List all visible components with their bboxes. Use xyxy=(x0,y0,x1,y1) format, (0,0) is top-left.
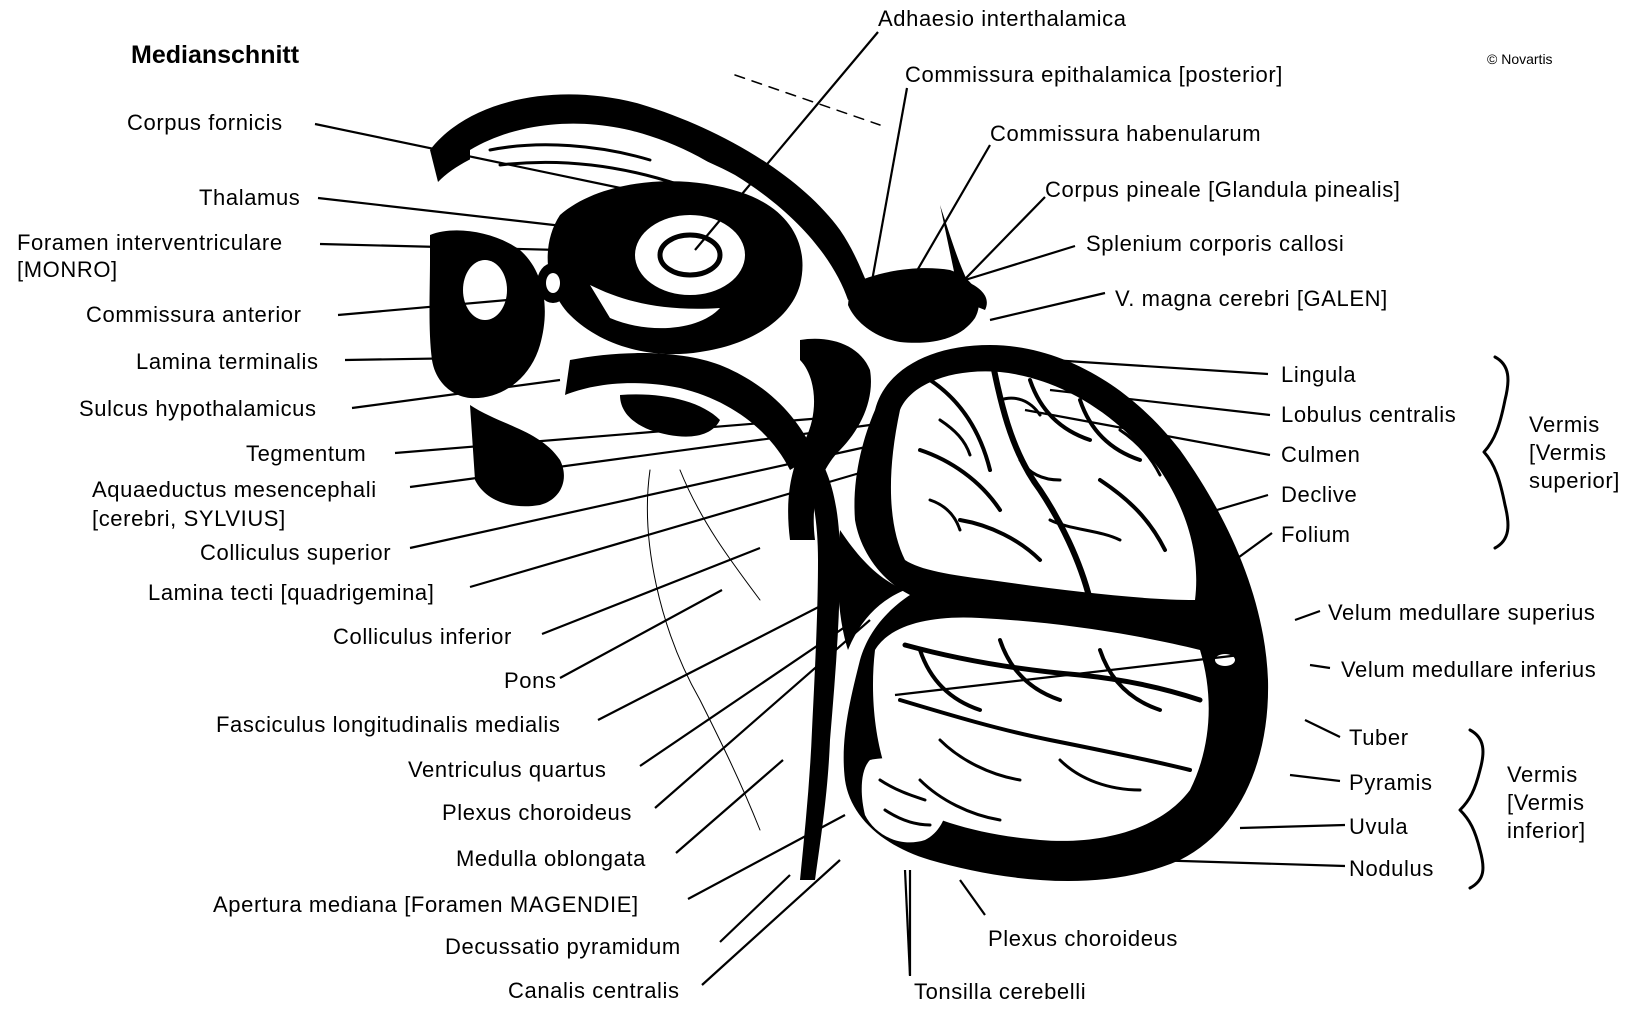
anterior-white xyxy=(463,260,507,320)
label-plexus-choroideus-left: Plexus choroideus xyxy=(442,800,632,825)
label-velum-superius: Velum medullare superius xyxy=(1328,600,1596,625)
label-foramen-1: Foramen interventriculare xyxy=(17,230,283,255)
leader-plexus-bottom xyxy=(960,880,985,915)
commissura-anterior-core xyxy=(546,273,560,293)
label-vermis-inferior-2: [Vermis xyxy=(1507,790,1585,815)
label-vermis-superior-1: Vermis xyxy=(1529,412,1600,437)
label-splenium: Splenium corporis callosi xyxy=(1086,231,1344,256)
label-commissura-habenularum: Commissura habenularum xyxy=(990,121,1261,146)
label-vermis-inferior-1: Vermis xyxy=(1507,762,1578,787)
label-sulcus-hypothalamicus: Sulcus hypothalamicus xyxy=(79,396,317,421)
label-corpus-fornicis: Corpus fornicis xyxy=(127,110,283,135)
label-lamina-tecti: Lamina tecti [quadrigemina] xyxy=(148,580,434,605)
label-medulla-oblongata: Medulla oblongata xyxy=(456,846,646,871)
diagram-title: Medianschnitt xyxy=(131,41,300,69)
label-fasciculus: Fasciculus longitudinalis medialis xyxy=(216,712,560,737)
label-adhaesio: Adhaesio interthalamica xyxy=(878,6,1127,31)
leader-plexus-left xyxy=(655,620,870,808)
label-corpus-pineale: Corpus pineale [Glandula pinealis] xyxy=(1045,177,1401,202)
label-velum-inferius: Velum medullare inferius xyxy=(1341,657,1596,682)
leader-uvula xyxy=(1240,825,1345,828)
leader-thalamus xyxy=(318,198,580,228)
copyright-notice: © Novartis xyxy=(1487,51,1553,67)
label-tegmentum: Tegmentum xyxy=(246,441,366,466)
leader-velum-inferius xyxy=(1310,665,1330,668)
label-commissura-anterior: Commissura anterior xyxy=(86,302,302,327)
label-colliculus-inferior: Colliculus inferior xyxy=(333,624,512,649)
leader-folium xyxy=(1235,533,1272,560)
label-colliculus-superior: Colliculus superior xyxy=(200,540,391,565)
leader-ventriculus xyxy=(640,610,870,766)
label-vermis-superior-3: superior] xyxy=(1529,468,1620,493)
leader-commissura-epithalamica xyxy=(870,88,907,292)
brace-vermis-superior xyxy=(1484,357,1508,548)
label-lobulus-centralis: Lobulus centralis xyxy=(1281,402,1456,427)
label-thalamus: Thalamus xyxy=(199,185,300,210)
leader-decussatio xyxy=(720,875,790,942)
pons-outline xyxy=(680,470,760,600)
label-vermis-superior-2: [Vermis xyxy=(1529,440,1607,465)
leader-fasciculus xyxy=(598,595,842,720)
label-decussatio: Decussatio pyramidum xyxy=(445,934,681,959)
leader-velum-superius xyxy=(1295,611,1320,620)
label-tuber: Tuber xyxy=(1349,725,1409,750)
label-culmen: Culmen xyxy=(1281,442,1360,467)
leader-canalis xyxy=(702,860,840,985)
brainstem-outline xyxy=(647,470,760,830)
label-lamina-terminalis: Lamina terminalis xyxy=(136,349,319,374)
leader-nodulus xyxy=(1150,860,1345,866)
label-uvula: Uvula xyxy=(1349,814,1408,839)
label-foramen-2: [MONRO] xyxy=(17,257,118,282)
label-v-magna: V. magna cerebri [GALEN] xyxy=(1115,286,1388,311)
leader-tuber xyxy=(1305,720,1340,737)
adhaesio-white xyxy=(635,215,745,295)
label-apertura-mediana: Apertura mediana [Foramen MAGENDIE] xyxy=(213,892,639,917)
leader-pons xyxy=(560,590,722,678)
label-aquaeductus-2: [cerebri, SYLVIUS] xyxy=(92,506,286,531)
hypothalamus-mass xyxy=(470,405,564,506)
label-nodulus: Nodulus xyxy=(1349,856,1434,881)
label-canalis-centralis: Canalis centralis xyxy=(508,978,680,1003)
leader-colliculus-inferior xyxy=(542,548,760,634)
label-lingula: Lingula xyxy=(1281,362,1356,387)
leader-pyramis xyxy=(1290,775,1340,781)
label-plexus-choroideus-bottom: Plexus choroideus xyxy=(988,926,1178,951)
label-pyramis: Pyramis xyxy=(1349,770,1433,795)
label-aquaeductus-1: Aquaeductus mesencephali xyxy=(92,477,377,502)
leader-apertura xyxy=(688,815,845,899)
label-tonsilla: Tonsilla cerebelli xyxy=(914,979,1086,1004)
leader-corpus-pineale xyxy=(930,197,1045,315)
label-declive: Declive xyxy=(1281,482,1357,507)
label-pons: Pons xyxy=(504,668,557,693)
leader-medulla xyxy=(676,760,783,853)
label-vermis-inferior-3: inferior] xyxy=(1507,818,1586,843)
brace-vermis-inferior xyxy=(1460,730,1483,888)
label-commissura-epithalamica: Commissura epithalamica [posterior] xyxy=(905,62,1283,87)
label-folium: Folium xyxy=(1281,522,1351,547)
label-ventriculus-quartus: Ventriculus quartus xyxy=(408,757,607,782)
leader-v-magna xyxy=(990,293,1105,320)
